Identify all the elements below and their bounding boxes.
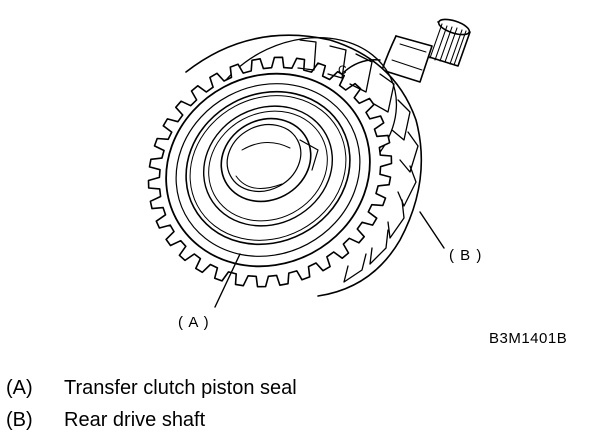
legend: (A) Transfer clutch piston seal (B) Rear… xyxy=(6,372,297,436)
callout-b-label: ( B ) xyxy=(449,247,483,264)
legend-text: Rear drive shaft xyxy=(64,408,206,431)
inner-hub xyxy=(220,117,319,203)
legend-key: (B) xyxy=(6,408,33,431)
legend-item-b: (B) Rear drive shaft xyxy=(6,404,297,436)
legend-key: (A) xyxy=(6,376,33,399)
shaft-marking: C xyxy=(338,63,347,77)
legend-item-a: (A) Transfer clutch piston seal xyxy=(6,372,297,404)
leader-line-b xyxy=(419,211,445,249)
legend-text: Transfer clutch piston seal xyxy=(64,376,297,399)
callout-a-label: ( A ) xyxy=(178,314,210,331)
leader-line-a xyxy=(214,253,241,308)
rear-drive-shaft xyxy=(381,18,471,83)
figure-code: B3M1401B xyxy=(489,330,568,347)
piston-seal-rings xyxy=(185,90,351,246)
